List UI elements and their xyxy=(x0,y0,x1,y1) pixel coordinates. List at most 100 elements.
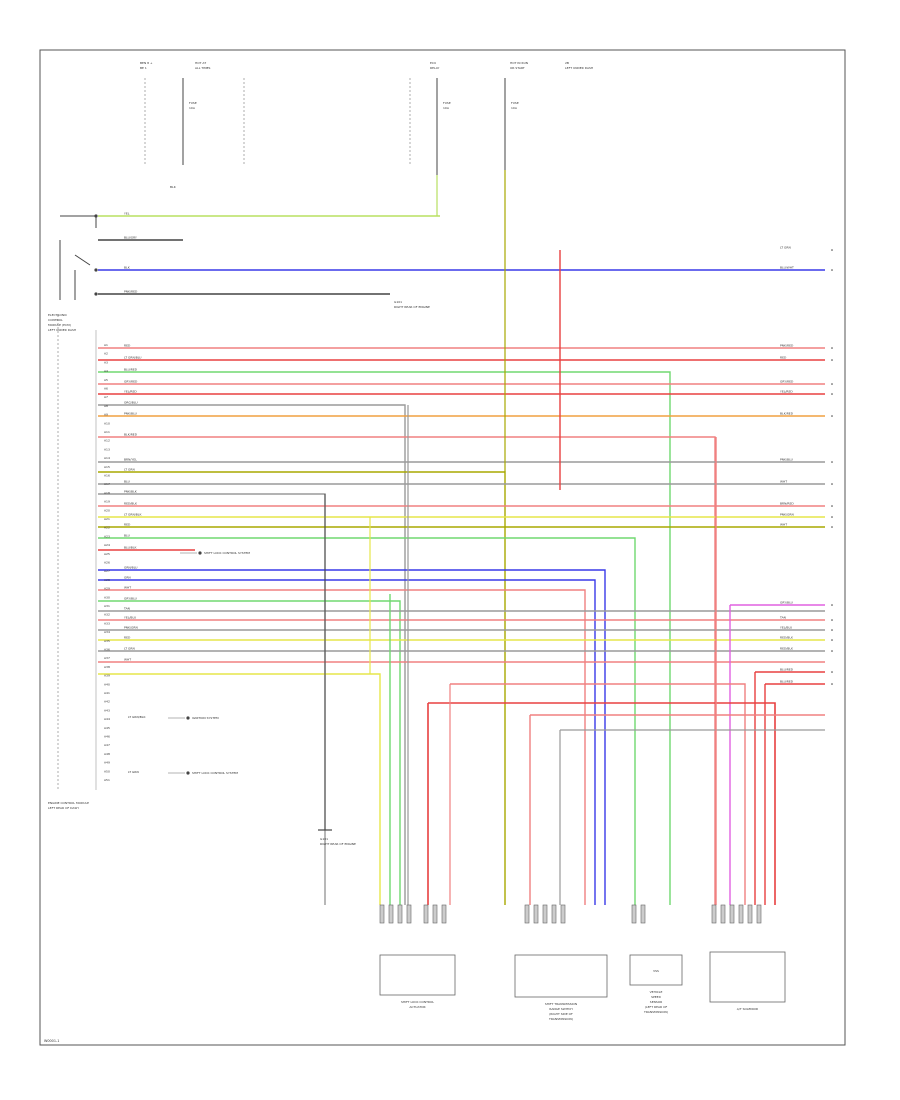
wires-layer xyxy=(57,78,833,905)
wire-wht-label: WHT xyxy=(124,586,131,590)
right-label-19: BLU/RED xyxy=(780,680,794,684)
conn-shift-lock-pin-0 xyxy=(379,904,385,924)
ref-shift-lock: SHIFT LOCK CONTROL SYSTEM xyxy=(204,551,250,555)
wire-red-3-label: RED xyxy=(124,636,131,640)
right-label-4: RED xyxy=(780,356,787,360)
right-label-1-terminal xyxy=(831,249,833,251)
wire-org-blu xyxy=(98,404,406,905)
ecm-pin-A42: A42 xyxy=(104,700,110,704)
ecm-pin-A27: A27 xyxy=(104,569,110,573)
wire-grn xyxy=(98,579,596,905)
wire-red-bundle-2 xyxy=(764,683,825,905)
wire-lt-grn-c-label: LT GRN/BLK xyxy=(124,513,142,517)
top-label-3: ECU xyxy=(430,61,436,65)
wire-pnk-blu-label: PNK/BLU xyxy=(124,412,137,416)
conn-range-pin-4 xyxy=(560,904,566,924)
comp-shift-lock-solenoid-line-1: ACTUATOR xyxy=(409,1005,425,1009)
wire-red-label: RED xyxy=(124,344,131,348)
ecm-title-3: LEFT UNDER DASH xyxy=(48,328,76,332)
comp-speed-sensor-line-4: TRANSMISSION) xyxy=(643,1010,668,1014)
ecm-pin-A40: A40 xyxy=(104,682,110,686)
conn-shift-lock-pin-1 xyxy=(388,904,394,924)
conn-vss-pin-0 xyxy=(631,904,637,924)
ecm-title-2: MODULE (ECM) xyxy=(48,323,71,327)
right-label-8-terminal xyxy=(831,461,833,463)
comp-transmission-range-line-1: RANGE SWITCH xyxy=(549,1007,572,1011)
right-label-12-terminal xyxy=(831,526,833,528)
ground-label-2: G101 xyxy=(320,837,328,841)
ecm-pin-A25: A25 xyxy=(104,552,110,556)
footer-code: W0001-1 xyxy=(44,1039,59,1043)
ecm-pin-A1: A1 xyxy=(104,343,108,347)
vss-box-text: VSS xyxy=(653,969,659,973)
ecm-pin-A18: A18 xyxy=(104,491,110,495)
conn-shift-lock-b-pin-2 xyxy=(441,904,447,924)
right-label-3: PNK/RED xyxy=(780,344,794,348)
ref-shift-lock-2: SHIFT LOCK CONTROL SYSTEM xyxy=(192,771,238,775)
ecm-pin-A14: A14 xyxy=(104,456,110,460)
right-label-7-terminal xyxy=(831,415,833,417)
ecm-pin-A45: A45 xyxy=(104,726,110,730)
ecm-title-0: ELECTRONIC xyxy=(48,313,67,317)
ref-ignition-wire: LT GRN/BLK xyxy=(128,715,146,719)
right-label-13: GRY/BLU xyxy=(780,601,793,605)
conn-vss-pin-1 xyxy=(640,904,646,924)
wire-blu-red-label: BLU/RED xyxy=(124,368,138,372)
conn-solenoid-pin-5 xyxy=(756,904,762,924)
comp-speed-sensor-line-1: SPEED xyxy=(651,995,662,999)
comp-solenoid-pack xyxy=(709,951,786,1003)
ecm-pin-A38: A38 xyxy=(104,665,110,669)
right-label-15-terminal xyxy=(831,629,833,631)
ecm-pin-A34: A34 xyxy=(104,630,110,634)
top-label-1: BEN 8 + xyxy=(140,61,153,65)
comp-speed-sensor-line-3: (LEFT REAR OF xyxy=(645,1005,668,1009)
comp-solenoid-pack-line-0: A/T SOLENOID xyxy=(737,1007,759,1011)
wire-grn-blu-label: GRN/BLU xyxy=(124,566,137,570)
wire-red-long xyxy=(428,702,776,905)
wire-blu-2-label: BLU xyxy=(124,534,130,538)
ecm-pin-A12: A12 xyxy=(104,439,110,443)
right-label-14: TAN xyxy=(779,616,786,620)
ecm-bottom-0: ENGINE CONTROL MODULE xyxy=(48,801,89,805)
ecm-bottom-1: LEFT REAR OF DASH xyxy=(48,806,79,810)
ecm-pin-A5: A5 xyxy=(104,378,108,382)
conn-shift-lock-pin-2 xyxy=(397,904,403,924)
ecm-pin-A32: A32 xyxy=(104,613,110,617)
ecm-pin-A4: A4 xyxy=(104,369,108,373)
right-label-5-terminal xyxy=(831,383,833,385)
wire-blk-a-label: BLK xyxy=(124,266,131,270)
wire-wht-2-label: WHT xyxy=(124,658,131,662)
wire-blu-gry-a-label: BLU/GRY xyxy=(124,236,137,240)
right-label-9: WHT xyxy=(780,480,787,484)
top-label-5-sub: LEFT UNDER DASH xyxy=(565,66,593,70)
right-label-3-terminal xyxy=(831,347,833,349)
wire-yel-red-label: YEL/RED xyxy=(124,390,137,394)
right-label-2-terminal xyxy=(831,269,833,271)
right-label-17-terminal xyxy=(831,650,833,652)
ecm-pin-A28: A28 xyxy=(104,578,110,582)
ecm-pin-A26: A26 xyxy=(104,561,110,565)
ecm-pin-A39: A39 xyxy=(104,674,110,678)
comp-transmission-range-line-3: TRANSMISSION) xyxy=(548,1017,573,1021)
label-top-blk: BLK xyxy=(170,185,177,189)
ecm-pin-A46: A46 xyxy=(104,735,110,739)
right-label-6: YEL/RED xyxy=(780,390,793,394)
conn-solenoid-pin-1 xyxy=(720,904,726,924)
wire-pnk-grn-label: PNK/GRN xyxy=(124,626,138,630)
ignition-switch xyxy=(59,240,91,300)
right-label-10: BRN/RED xyxy=(780,502,794,506)
comp-speed-sensor-line-0: VEHICLE xyxy=(650,990,663,994)
fuse-label-3-rating: 10A xyxy=(511,106,518,110)
wire-wht xyxy=(98,589,586,905)
comp-shift-lock-solenoid-line-0: SHIFT LOCK CONTROL xyxy=(401,1000,434,1004)
ecm-pin-A9: A9 xyxy=(104,413,108,417)
fuse-label-1: FUSE xyxy=(189,101,197,105)
wire-grn-label: GRN xyxy=(124,576,131,580)
right-label-5: GRY/RED xyxy=(780,380,794,384)
switch-contact-2 xyxy=(94,268,98,272)
fuse-label-1-rating: 10A xyxy=(189,106,196,110)
right-label-11: PNK/GRN xyxy=(780,513,794,517)
ecm-pin-A13: A13 xyxy=(104,447,110,451)
